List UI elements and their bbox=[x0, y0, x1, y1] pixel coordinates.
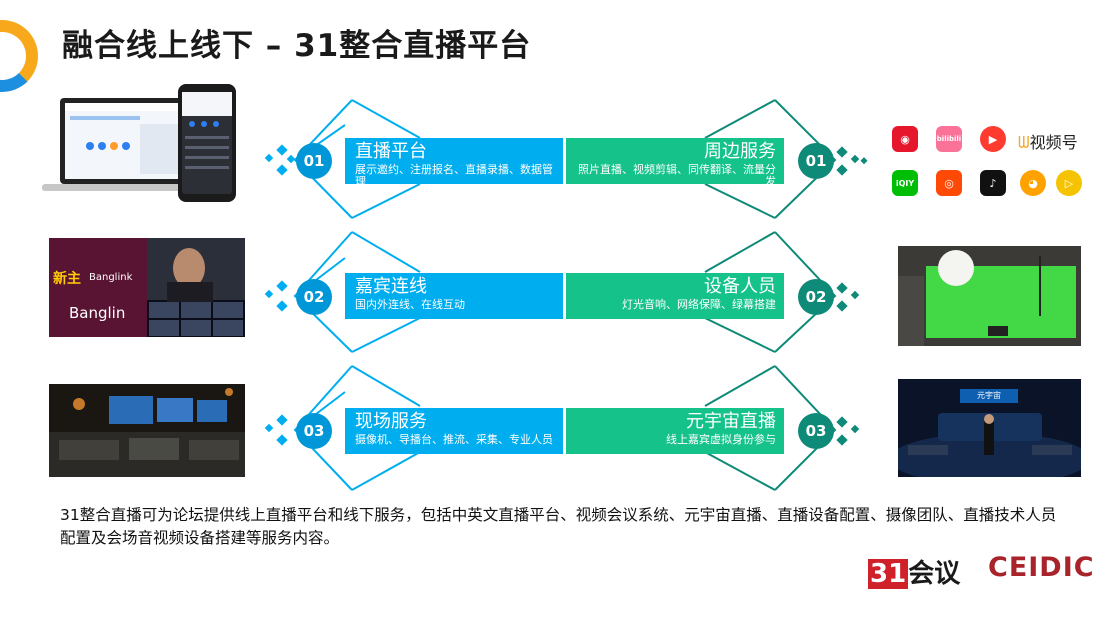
brand-ceidic-logo: CEIDIC bbox=[988, 552, 1095, 583]
box-guest-connection: 嘉宾连线 国内外连线、在线互动 bbox=[345, 273, 563, 319]
box-subtitle: 国内外连线、在线互动 bbox=[355, 298, 465, 311]
box-title: 元宇宙直播 bbox=[686, 411, 776, 432]
row2-left-number: 02 bbox=[296, 279, 332, 315]
brand-31-logo: 31会议 bbox=[868, 553, 960, 590]
box-title: 设备人员 bbox=[704, 276, 776, 297]
box-subtitle: 线上嘉宾虚拟身份参与 bbox=[666, 433, 776, 446]
laptop-phone-image bbox=[40, 84, 240, 204]
description-text: 31整合直播可为论坛提供线上直播平台和线下服务，包括中英文直播平台、视频会议系统… bbox=[60, 506, 1057, 547]
row1-left-number: 01 bbox=[296, 143, 332, 179]
yy-icon: ▷ bbox=[1056, 170, 1082, 196]
brand-31-text: 会议 bbox=[908, 559, 961, 589]
weibo-icon: ◉ bbox=[892, 126, 918, 152]
box-subtitle: 灯光音响、网络保障、绿幕搭建 bbox=[622, 298, 776, 311]
shipinhao-label: ᗯ视频号 bbox=[1018, 129, 1078, 153]
box-subtitle: 照片直播、视频剪辑、同传翻译、流量分发 bbox=[578, 163, 776, 185]
box-title: 嘉宾连线 bbox=[355, 276, 427, 297]
box-subtitle: 摄像机、导播台、推流、采集、专业人员 bbox=[355, 433, 553, 446]
platform-icons-grid: ◉ bilibili ▶ ᗯ视频号 iQIY ◎ ♪ ◕ ▷ bbox=[892, 126, 1082, 200]
metaverse-banner-label: 元宇宙 bbox=[977, 391, 1001, 400]
guest-connection-image: 新主 Banglink Banglin bbox=[49, 238, 245, 337]
broadcast-desk-image bbox=[49, 384, 245, 477]
shipinhao-icon: ᗯ bbox=[1018, 133, 1030, 152]
guest-image-label-brand: Banglink bbox=[89, 272, 133, 283]
douyin-icon: ♪ bbox=[980, 170, 1006, 196]
box-title: 现场服务 bbox=[355, 411, 427, 432]
page-title: 融合线上线下 – 31整合直播平台 bbox=[62, 28, 532, 64]
shipinhao-text: 视频号 bbox=[1029, 133, 1078, 152]
box-title: 直播平台 bbox=[355, 141, 427, 162]
qiyi-icon: iQIY bbox=[892, 170, 918, 196]
corner-logo-hole bbox=[0, 40, 22, 74]
brand-31-number: 31 bbox=[868, 559, 909, 589]
row3-left-number: 03 bbox=[296, 413, 332, 449]
box-onsite-services: 现场服务 摄像机、导播台、推流、采集、专业人员 bbox=[345, 408, 563, 454]
guest-image-label-stage: Banglin bbox=[69, 304, 126, 322]
box-live-platform: 直播平台 展示邀约、注册报名、直播录播、数据管理 bbox=[345, 138, 563, 184]
row3-right-number: 03 bbox=[798, 413, 834, 449]
box-equipment-staff: 设备人员 灯光音响、网络保障、绿幕搭建 bbox=[566, 273, 784, 319]
box-subtitle: 展示邀约、注册报名、直播录播、数据管理 bbox=[355, 163, 553, 185]
play-icon: ▶ bbox=[980, 126, 1006, 152]
guest-image-label-new: 新主 bbox=[53, 271, 81, 287]
box-metaverse-live: 元宇宙直播 线上嘉宾虚拟身份参与 bbox=[566, 408, 784, 454]
row2-right-number: 02 bbox=[798, 279, 834, 315]
box-peripheral-services: 周边服务 照片直播、视频剪辑、同传翻译、流量分发 bbox=[566, 138, 784, 184]
row1-right-number: 01 bbox=[798, 143, 834, 179]
bilibili-icon: bilibili bbox=[936, 126, 962, 152]
box-title: 周边服务 bbox=[704, 141, 776, 162]
metaverse-stage-image: 元宇宙 bbox=[898, 379, 1081, 477]
huya-icon: ◕ bbox=[1020, 170, 1046, 196]
green-screen-studio-image bbox=[898, 246, 1081, 346]
kuaishou-icon: ◎ bbox=[936, 170, 962, 196]
